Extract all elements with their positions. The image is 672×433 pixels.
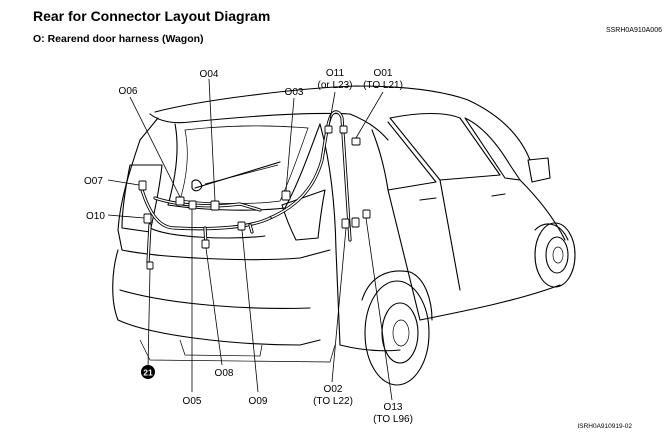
label-o02: O02 [324, 384, 343, 395]
connector-o02 [341, 218, 350, 229]
label-o05: O05 [183, 396, 202, 407]
label-o04: O04 [200, 69, 219, 80]
connectors [138, 125, 371, 270]
connector-o07 [138, 180, 147, 191]
label-o02-sub: (TO L22) [313, 396, 353, 407]
label-ground-number: 21 [143, 368, 153, 378]
connector-o06 [175, 196, 185, 206]
label-o07: O07 [84, 176, 103, 187]
figure-code-top: SSRH0A910A006 [605, 27, 662, 34]
connector-ground [146, 261, 154, 270]
connector-o03 [281, 190, 291, 201]
connector-o11 [324, 125, 333, 134]
connector-o05-a [188, 200, 197, 210]
connector-o04 [210, 200, 220, 211]
connector-o10 [143, 213, 152, 224]
connector-o09 [237, 221, 246, 231]
car-body [112, 85, 576, 386]
connector-o08 [201, 239, 210, 249]
connector-o13 [362, 209, 371, 219]
leader-lines [107, 78, 393, 401]
label-o10: O10 [86, 211, 105, 222]
label-o01-sub: (TO L21) [363, 80, 403, 91]
rearend-door-harness [140, 110, 352, 264]
page-title: Rear for Connector Layout Diagram [33, 8, 271, 24]
label-o11: O11 [326, 68, 345, 79]
page-subtitle: O: Rearend door harness (Wagon) [33, 33, 204, 45]
connector-o02-b [351, 217, 360, 228]
label-o09: O09 [249, 396, 268, 407]
label-o13: O13 [384, 402, 403, 413]
label-o13-sub: (TO L96) [373, 414, 413, 425]
figure-code-bottom: ISRH0A910919-02 [577, 423, 632, 430]
label-o01: O01 [374, 68, 393, 79]
label-o08: O08 [215, 368, 234, 379]
label-o11-sub: (or L23) [317, 80, 352, 91]
label-o03: O03 [285, 87, 304, 98]
connector-o11-b [339, 125, 348, 134]
label-o06: O06 [119, 86, 138, 97]
connector-o01 [351, 137, 361, 146]
ground-point-marker: 21 [141, 365, 155, 379]
